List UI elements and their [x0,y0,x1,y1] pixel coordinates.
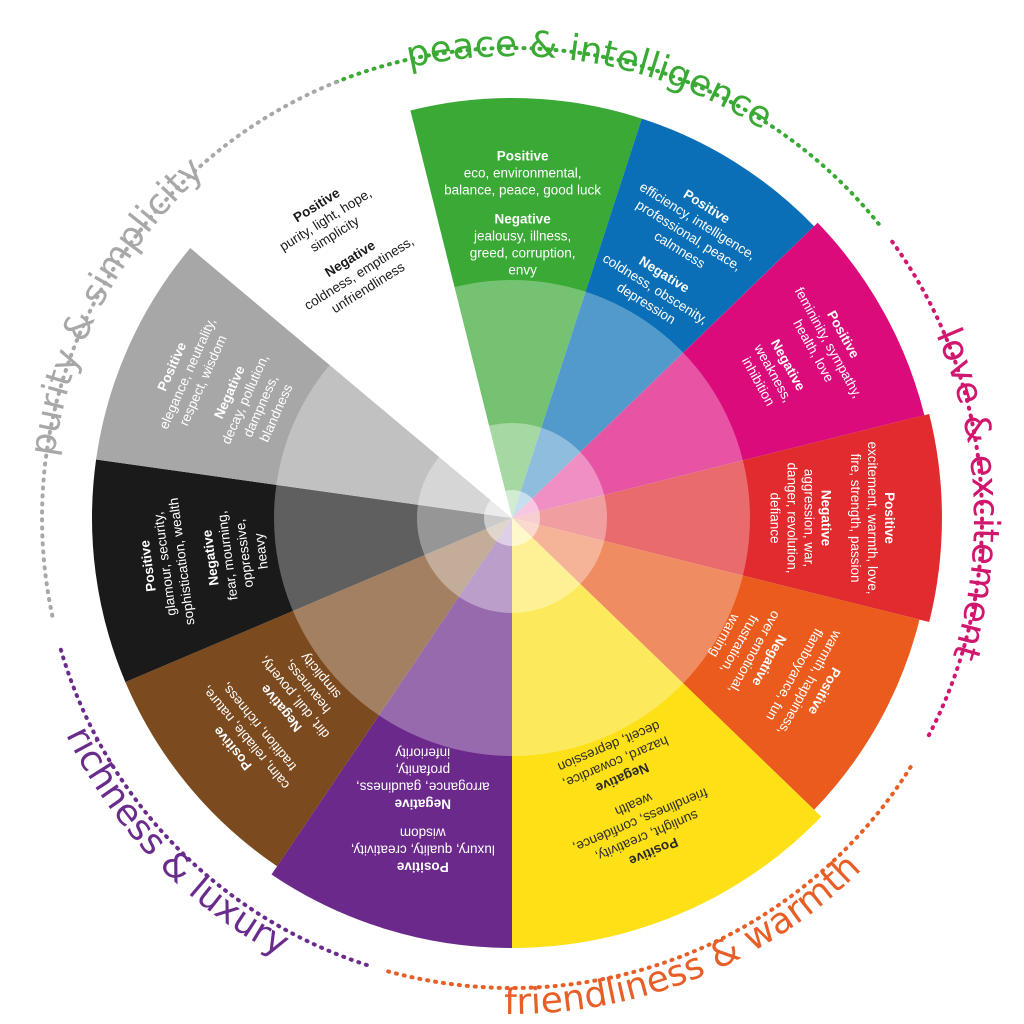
keyword-line: inferiority [395,745,450,760]
segment-green [410,98,642,519]
keyword-line: eco, environmental, [464,165,582,180]
positive-heading: Positive [497,148,549,163]
positive-heading: Positive [882,492,897,544]
segment-label-purple: Positive luxury, quality, creativity, wisd… [351,745,495,874]
segment-red [512,414,942,622]
keyword-line: aggression, war, [802,469,817,567]
dotted-ring-peace [333,45,885,231]
group-rings [40,45,985,990]
segment-blue [512,118,815,518]
segment-brown [125,518,513,867]
keyword-line: excitement, warmth, love, [865,441,880,594]
keyword-line: envy [508,263,537,278]
segment-label-green: Positive eco, environmental, balance, peac… [444,148,601,277]
dotted-ring-friendly [380,765,913,990]
negative-heading: Negative [819,490,834,547]
segment-yellow [512,518,822,948]
segment-white [197,120,512,518]
center-overlay [274,280,750,756]
keyword-line: profanity, [396,762,451,777]
keyword-line: danger, revolution, [785,462,800,573]
segment-purple [271,518,512,948]
center-dot [484,490,540,546]
negative-heading: Negative [394,796,451,811]
negative-heading: Negative [199,528,221,586]
dotted-ring-love [890,239,985,741]
negative-heading: Negative [494,212,551,227]
dotted-ring-purity [40,80,338,618]
positive-heading: Positive [137,539,159,593]
keyword-line: wisdom [400,826,447,841]
positive-heading: Positive [396,860,448,875]
keyword-line: greed, corruption, [470,246,576,261]
keyword-line: luxury, quality, creativity, [351,843,495,858]
dotted-ring-rich [58,645,369,967]
keyword-line: defiance [768,492,783,543]
segment-orange [512,518,920,810]
keyword-line: arrogance, gaudiness, [356,779,490,794]
segment-grey [96,248,512,518]
segment-magenta [512,222,925,519]
keyword-line: balance, peace, good luck [444,182,601,197]
keyword-line: fire, strength, passion [848,453,863,582]
segment-black [92,459,513,683]
color-segments [92,98,942,948]
keyword-line: jealousy, illness, [473,229,571,244]
keyword-line: heavy [251,532,271,570]
